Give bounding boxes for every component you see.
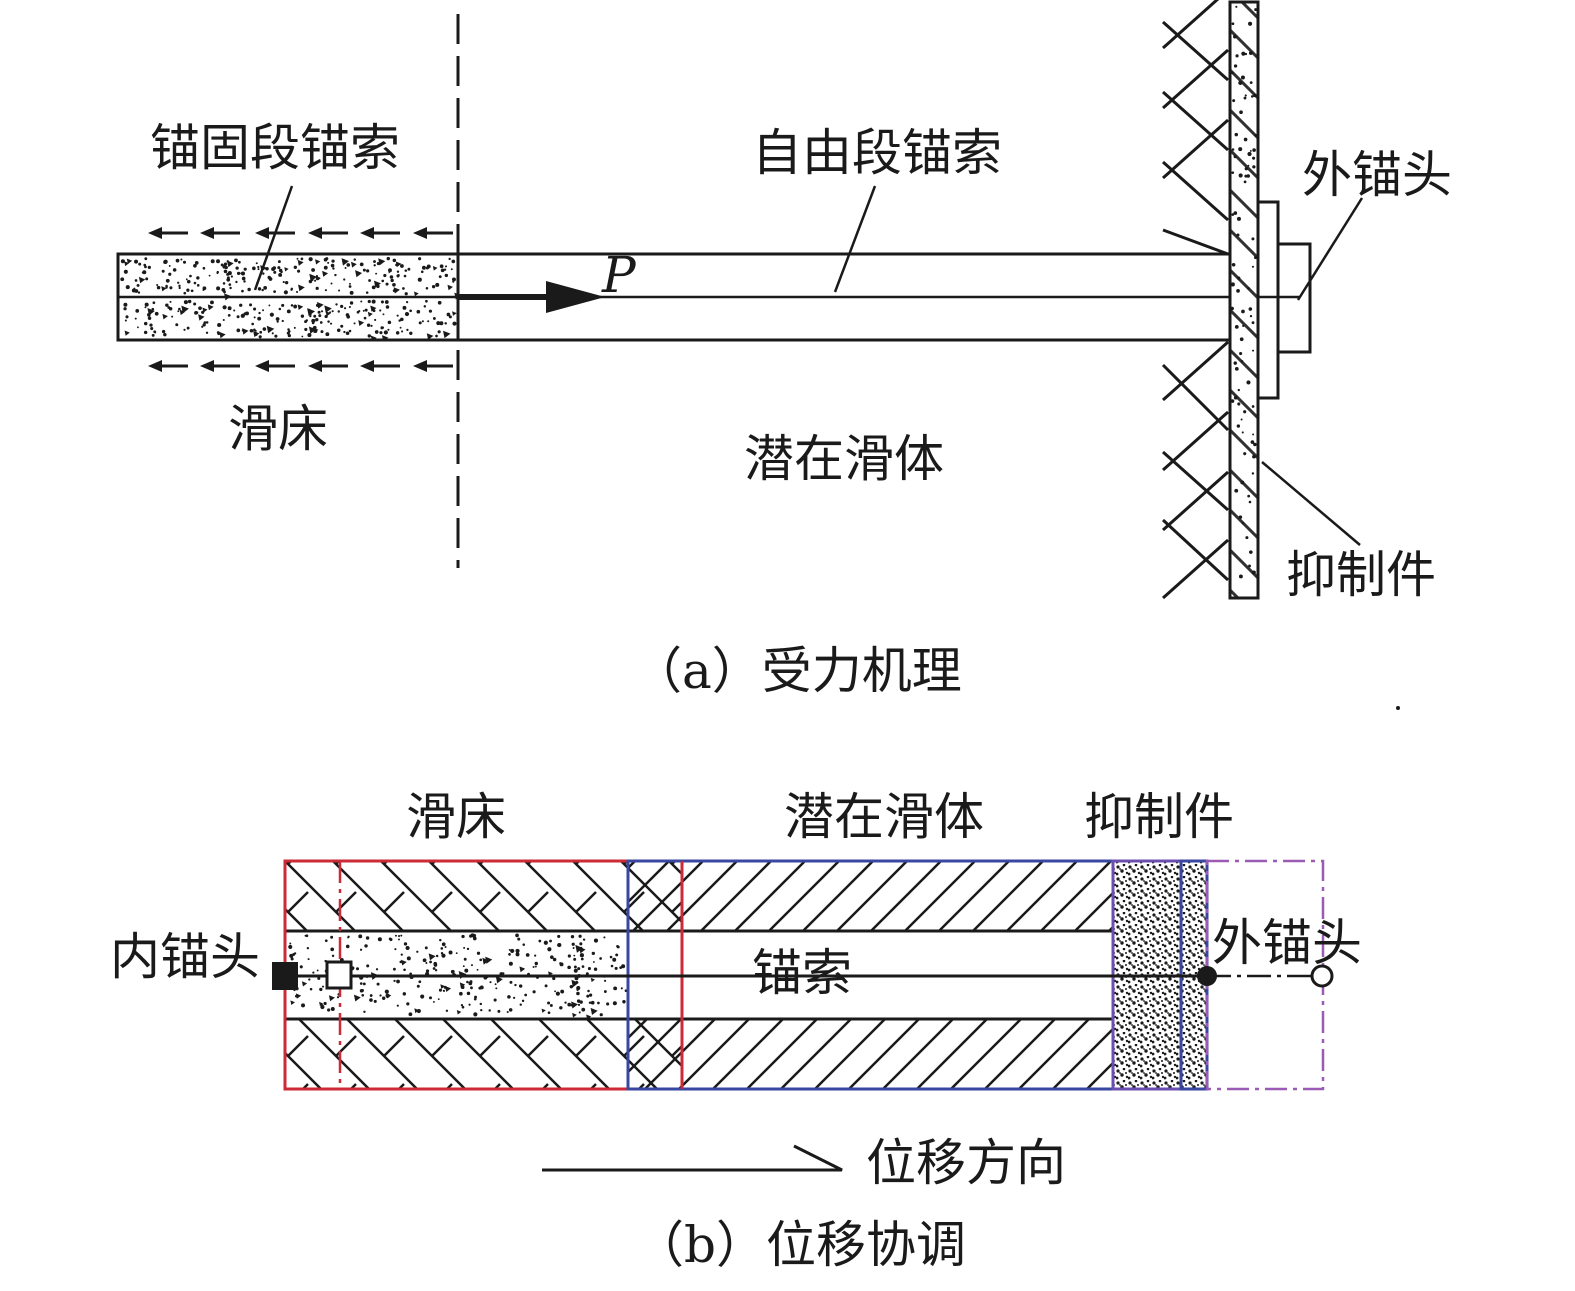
- label-outer-anchor: 外锚头: [1302, 146, 1452, 204]
- panel-b: 滑床 潜在滑体 抑制件 内锚头 外锚头 锚索 位移方向 （b）位移协调: [110, 788, 1362, 1274]
- resistance-arrows: [148, 227, 453, 372]
- force-label: P: [601, 246, 637, 304]
- inner-anchor-solid: [272, 962, 298, 990]
- outer-anchor-hollow: [1310, 964, 1334, 988]
- plate-speckle: [1230, 5, 1258, 579]
- grout-speckle-a: [120, 256, 462, 342]
- leader-restraint: [1261, 461, 1361, 546]
- label-outer-anchor-b: 外锚头: [1212, 914, 1362, 972]
- leader-outer-anchor: [1296, 197, 1364, 301]
- caption-b: （b）位移协调: [634, 1216, 966, 1274]
- label-restraint: 抑制件: [1286, 546, 1436, 604]
- outer-anchor-head: [1278, 242, 1312, 354]
- label-slide-body-b: 潜在滑体: [784, 788, 984, 846]
- label-free-segment: 自由段锚索: [752, 124, 1002, 182]
- direction-arrow: [542, 1144, 843, 1172]
- force-arrow-head: [546, 281, 605, 313]
- inner-anchor-hollow: [325, 960, 353, 990]
- label-inner-anchor: 内锚头: [110, 928, 260, 986]
- outer-anchor-plate: [1258, 200, 1280, 400]
- leader-anchor-segment: [253, 185, 294, 291]
- label-slide-body: 潜在滑体: [744, 430, 944, 488]
- outer-anchor-solid: [1197, 966, 1217, 986]
- panel-a: P: [116, 0, 1452, 710]
- stray-dot: [1396, 706, 1400, 710]
- slope-face-hatching: [1161, 0, 1230, 600]
- leader-free-segment: [833, 185, 877, 293]
- label-cable: 锚索: [752, 944, 852, 1002]
- caption-a: （a）受力机理: [632, 642, 962, 700]
- label-slide-bed: 滑床: [228, 400, 328, 458]
- label-anchor-segment: 锚固段锚索: [150, 119, 400, 177]
- label-slide-bed-b: 滑床: [406, 788, 506, 846]
- label-restraint-b: 抑制件: [1084, 788, 1234, 846]
- grout-speckle-b: [288, 933, 628, 1020]
- label-direction: 位移方向: [866, 1134, 1066, 1192]
- restraint-plate-hatch: [1230, 2, 1258, 598]
